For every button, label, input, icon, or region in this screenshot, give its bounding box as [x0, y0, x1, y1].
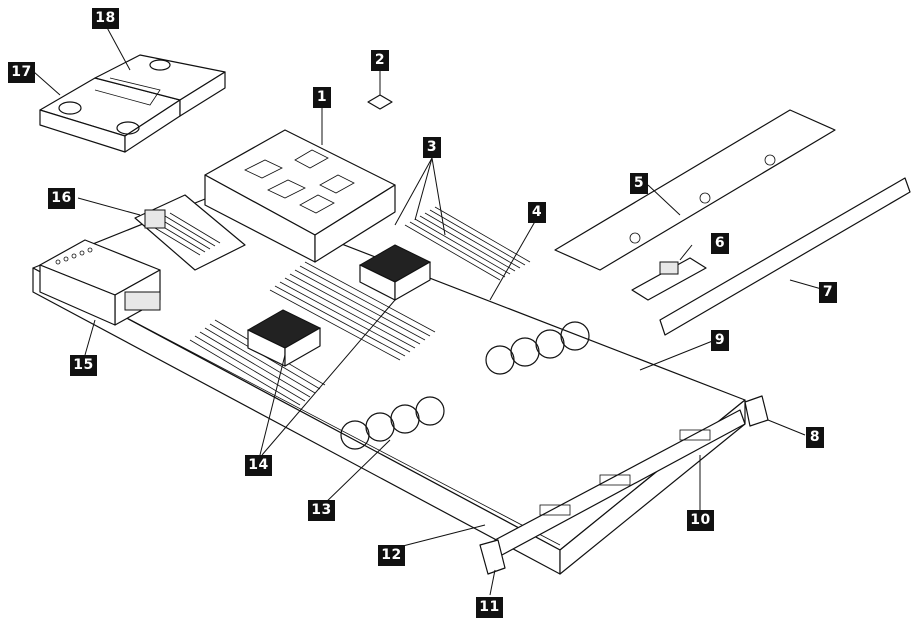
side-rails [554, 109, 911, 336]
callout-13: 13 [308, 500, 335, 521]
callout-17: 17 [8, 62, 35, 83]
small-parts [367, 94, 707, 301]
callout-8: 8 [806, 427, 824, 448]
chassis [32, 194, 746, 575]
callout-3: 3 [423, 137, 441, 158]
callout-4: 4 [528, 202, 546, 223]
drive-cage [39, 239, 161, 326]
callout-7: 7 [819, 282, 837, 303]
callout-5: 5 [630, 173, 648, 194]
callout-9: 9 [711, 330, 729, 351]
callout-1: 1 [313, 87, 331, 108]
callout-18: 18 [92, 8, 119, 29]
callout-2: 2 [371, 50, 389, 71]
power-supply-cage [204, 129, 396, 263]
callout-14: 14 [245, 455, 272, 476]
callout-6: 6 [711, 233, 729, 254]
air-baffle-parts [39, 54, 226, 153]
callout-15: 15 [70, 355, 97, 376]
callout-16: 16 [48, 188, 75, 209]
callout-11: 11 [476, 597, 503, 618]
heat-sinks [246, 244, 432, 367]
callout-10: 10 [687, 510, 714, 531]
leader-lines [33, 21, 826, 596]
callout-12: 12 [378, 545, 405, 566]
rack-handles [479, 395, 769, 575]
fan-banks [340, 321, 590, 450]
riser-card [134, 194, 246, 271]
dimm-banks [189, 206, 531, 406]
